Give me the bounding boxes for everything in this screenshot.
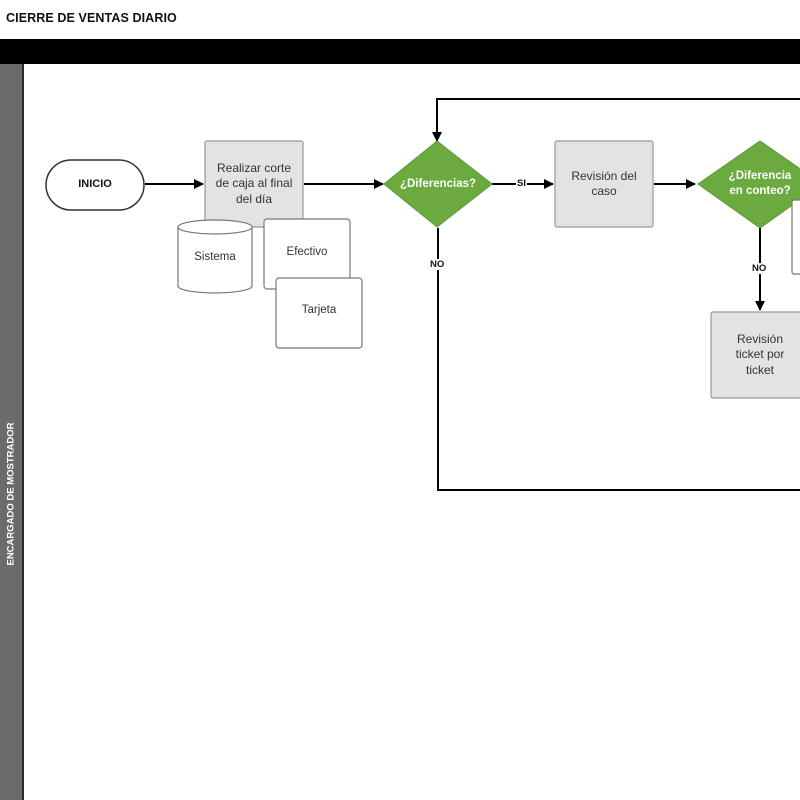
swimlane-header: ENCARGADO DE MOSTRADOR — [0, 64, 22, 800]
sistema-database-shape — [177, 227, 253, 294]
swimlane-divider — [22, 64, 24, 800]
edge-decision1-no-loop — [437, 228, 800, 491]
decision-diferencias-shape — [383, 140, 493, 228]
pool-header-bar — [0, 39, 800, 64]
efectivo-label: Efectivo — [286, 246, 328, 259]
edge-loop-return — [432, 98, 800, 142]
edge-label-no-decision2: NO — [751, 263, 768, 274]
sistema-label: Sistema — [194, 251, 236, 264]
process-revision-caso-label: Revisión del caso — [571, 168, 637, 199]
tarjeta-document-shape — [275, 277, 363, 349]
process-corte-caja — [204, 140, 304, 228]
process-revision-ticket — [710, 311, 800, 399]
sistema-database-top — [177, 219, 253, 235]
diagram-title: CIERRE DE VENTAS DIARIO — [6, 11, 177, 25]
edge-label-si: SI — [516, 178, 527, 189]
process-revision-caso — [554, 140, 654, 228]
start-label: INICIO — [78, 178, 112, 191]
tarjeta-label: Tarjeta — [301, 304, 337, 317]
start-terminator — [45, 159, 145, 211]
decision-diferencia-conteo-shape — [697, 140, 800, 229]
decision-diferencias-label: ¿Diferencias? — [399, 177, 477, 190]
offscreen-process-box — [791, 199, 800, 275]
process-corte-label: Realizar corte de caja al final del día — [215, 160, 293, 206]
edge-label-no-decision1: NO — [429, 259, 446, 270]
decision-diferencia-conteo-label: ¿Diferencia en conteo? — [728, 170, 792, 197]
process-revision-ticket-label: Revisión ticket por ticket — [735, 331, 785, 377]
